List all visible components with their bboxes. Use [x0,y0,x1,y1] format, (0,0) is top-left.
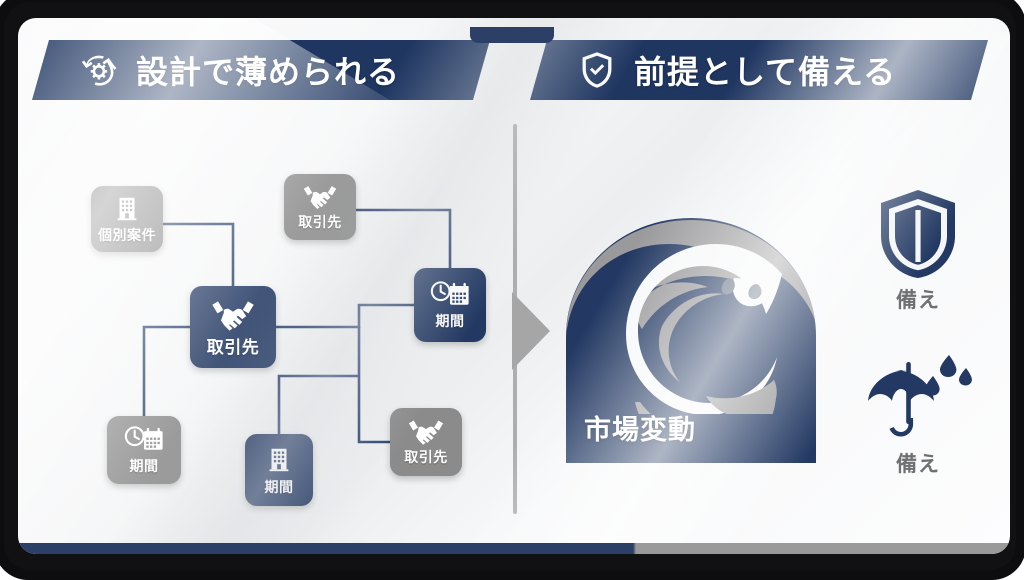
handshake-icon [408,420,444,445]
node-counterparty-top[interactable]: 取引先 [284,174,356,240]
umbrella-rain-icon [868,355,972,437]
building-icon [117,197,137,221]
node-period-left[interactable]: 期間 [107,416,181,484]
shield-icon [881,190,955,278]
market-volatility-label: 市場変動 [584,415,696,445]
node-label: 期間 [264,479,294,495]
node-counterparty-bottom[interactable]: 取引先 [390,408,462,476]
contract-structure-diagram: 個別案件 取引先 [18,114,513,534]
header-title-left: 設計で薄められる [136,54,401,90]
handshake-icon [212,300,254,331]
node-label: 期間 [129,458,159,474]
market-volatility-card: 市場変動 [566,218,816,463]
node-label: 取引先 [298,214,342,230]
preparedness-shield: 備え [854,188,982,314]
building-icon [269,448,289,472]
node-label: 個別案件 [98,227,156,243]
handshake-icon [303,186,337,210]
header-banner-left: 設計で薄められる [32,40,490,100]
preparedness-label: 備え [896,289,940,312]
device-nub [470,27,554,43]
arrow-right-icon [512,292,550,370]
header-title-right: 前提として備える [634,54,897,90]
slide-content: 設計で薄められる 前提として備える [18,18,1010,554]
node-counterparty-center[interactable]: 取引先 [190,286,276,368]
node-period-building[interactable]: 期間 [245,434,313,506]
node-period-right[interactable]: 期間 [414,268,486,342]
shield-check-icon [576,49,618,91]
preparedness-label: 備え [896,453,940,476]
header-banner-right: 前提として備える [530,40,988,100]
clock-calendar-icon [124,426,163,450]
clock-calendar-icon [430,281,469,305]
node-label: 取引先 [206,337,260,357]
node-label: 期間 [435,313,465,329]
tablet-screen: 設計で薄められる 前提として備える [18,18,1010,554]
node-label: 取引先 [404,449,448,465]
node-individual-case[interactable]: 個別案件 [91,186,163,252]
preparedness-umbrella: 備え [854,352,982,478]
screen-bottom-bar [18,543,1010,554]
gear-refresh-icon [78,49,120,91]
